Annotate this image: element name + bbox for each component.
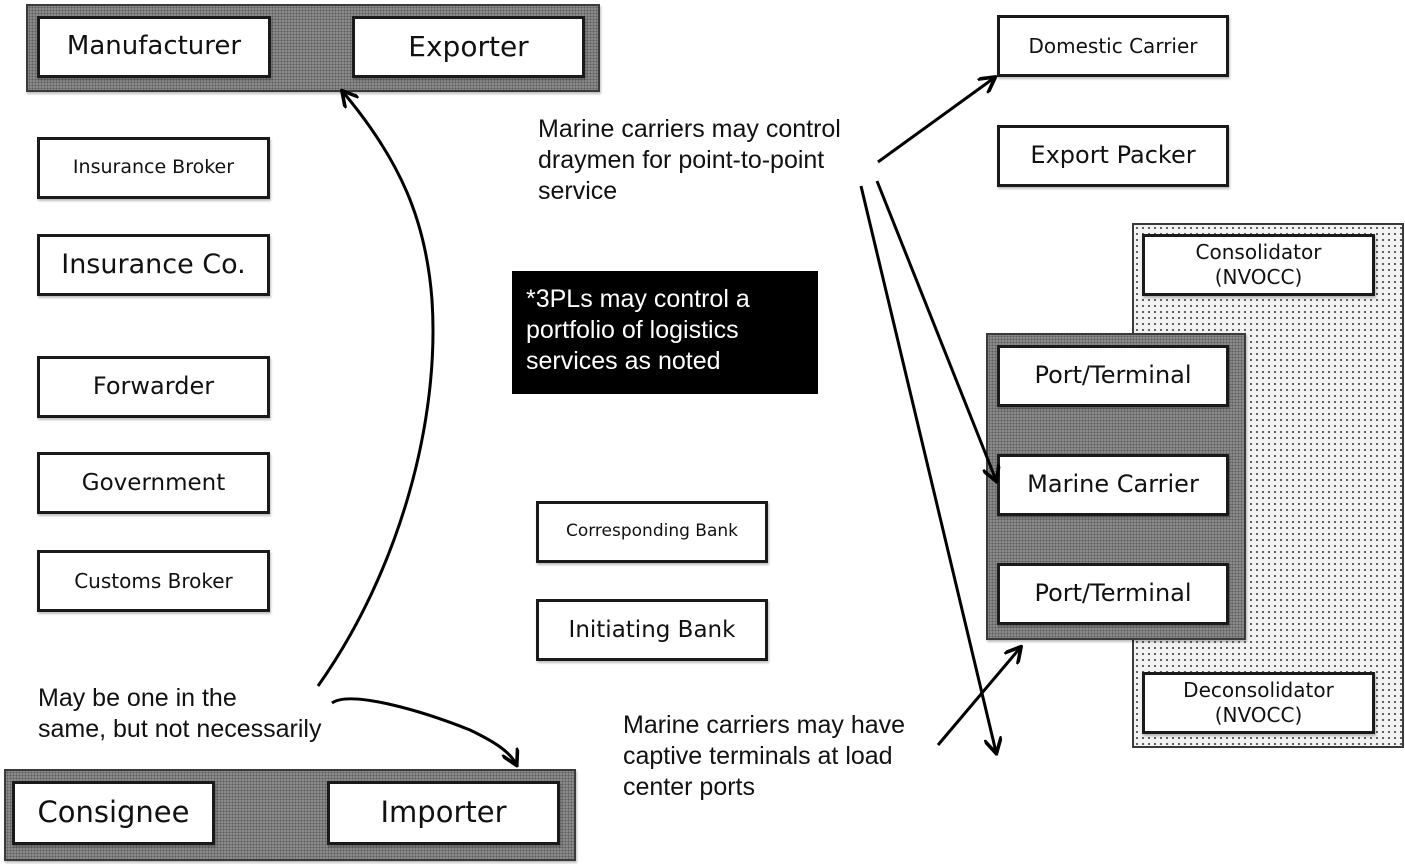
arrow-to-marine-carrier: [875, 180, 996, 480]
government-box[interactable]: Government: [37, 452, 270, 514]
port-terminal-bottom-label: Port/Terminal: [1034, 579, 1192, 608]
exporter-box[interactable]: Exporter: [352, 16, 585, 78]
domestic-carrier-top-label: Domestic Carrier: [1028, 33, 1198, 58]
insurance-co-box[interactable]: Insurance Co.: [37, 234, 270, 296]
same-note-line-1: May be one in the: [38, 684, 237, 712]
threepl-line-2: portfolio of logistics: [526, 316, 739, 344]
government-label: Government: [81, 469, 226, 496]
customs-broker-box[interactable]: Customs Broker: [37, 550, 270, 612]
consolidator-label: Consolidator (NVOCC): [1195, 240, 1322, 289]
domestic-carrier-top-box[interactable]: Domestic Carrier: [997, 15, 1229, 77]
port-terminal-bottom-box[interactable]: Port/Terminal: [997, 563, 1229, 625]
exporter-label: Exporter: [408, 29, 529, 63]
captive-note-line-2: captive terminals at load: [623, 742, 893, 770]
marine-carrier-label: Marine Carrier: [1027, 470, 1199, 499]
consignee-label: Consignee: [37, 795, 190, 830]
forwarder-box[interactable]: Forwarder: [37, 356, 270, 418]
draymen-note-line-3: service: [538, 177, 618, 205]
captive-note: Marine carriers may have captive termina…: [623, 710, 953, 803]
corresponding-bank-label: Corresponding Bank: [565, 521, 739, 542]
captive-note-line-3: center ports: [623, 773, 756, 801]
initiating-bank-label: Initiating Bank: [568, 616, 736, 643]
export-packer-label: Export Packer: [1030, 141, 1196, 170]
export-packer-box[interactable]: Export Packer: [997, 125, 1229, 187]
arrow-to-domestic-carrier-bottom: [859, 185, 996, 752]
port-terminal-top-box[interactable]: Port/Terminal: [997, 345, 1229, 407]
corresponding-bank-box[interactable]: Corresponding Bank: [536, 501, 768, 563]
draymen-note-line-1: Marine carriers may control: [538, 115, 841, 143]
initiating-bank-box[interactable]: Initiating Bank: [536, 599, 768, 661]
threepl-line-3: services as noted: [526, 347, 721, 375]
deconsolidator-box[interactable]: Deconsolidator (NVOCC): [1142, 672, 1375, 734]
consignee-box[interactable]: Consignee: [12, 781, 215, 845]
insurance-co-label: Insurance Co.: [61, 249, 246, 281]
threepl-callout: *3PLs may control a portfolio of logisti…: [512, 271, 818, 394]
importer-box[interactable]: Importer: [327, 781, 560, 845]
manufacturer-label: Manufacturer: [66, 31, 242, 62]
port-terminal-top-label: Port/Terminal: [1034, 361, 1192, 390]
forwarder-label: Forwarder: [92, 372, 215, 401]
insurance-broker-label: Insurance Broker: [72, 156, 235, 179]
draymen-note: Marine carriers may control draymen for …: [538, 114, 898, 207]
deconsolidator-label: Deconsolidator (NVOCC): [1183, 678, 1334, 727]
marine-carrier-box[interactable]: Marine Carrier: [997, 454, 1229, 516]
consolidator-box[interactable]: Consolidator (NVOCC): [1142, 234, 1375, 296]
same-note-line-2: same, but not necessarily: [38, 715, 322, 743]
manufacturer-box[interactable]: Manufacturer: [37, 16, 271, 78]
draymen-note-line-2: draymen for point-to-point: [538, 146, 825, 174]
arrow-to-shipper-group: [316, 92, 435, 687]
threepl-line-1: *3PLs may control a: [526, 285, 750, 313]
same-note: May be one in the same, but not necessar…: [38, 683, 378, 745]
captive-note-line-1: Marine carriers may have: [623, 711, 906, 739]
insurance-broker-box[interactable]: Insurance Broker: [37, 137, 270, 199]
importer-label: Importer: [380, 795, 507, 830]
customs-broker-label: Customs Broker: [74, 568, 233, 593]
